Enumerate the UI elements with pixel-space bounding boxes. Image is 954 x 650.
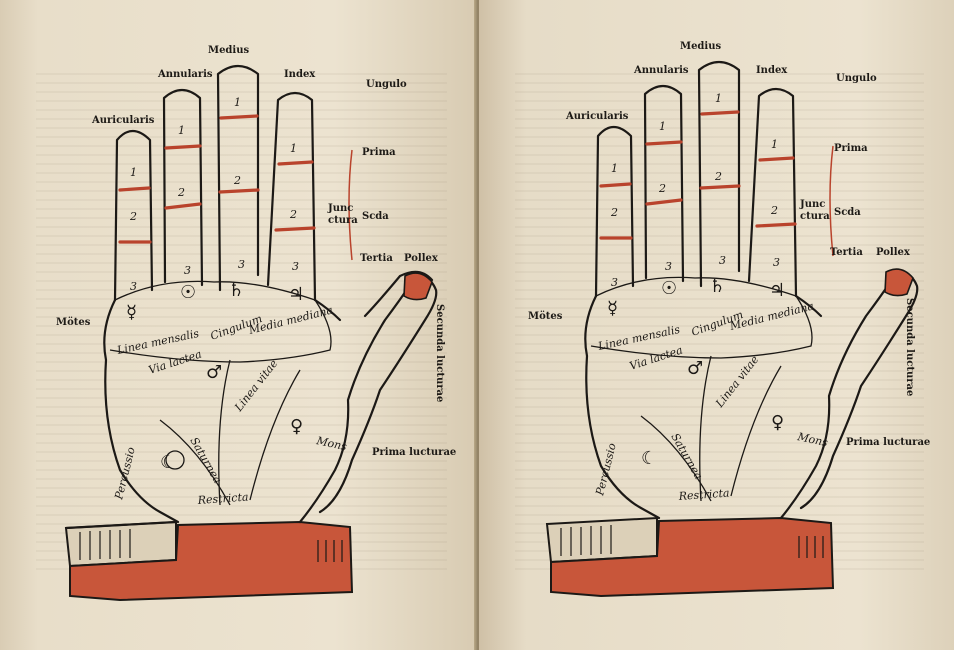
right-phalange-marks: [599, 110, 797, 240]
label-prima: Prima: [362, 147, 396, 158]
right-page: [479, 0, 954, 650]
phalange-number: 2: [610, 206, 618, 219]
label-montes: Mötes: [528, 311, 563, 322]
mars-icon: ♂: [687, 358, 703, 379]
phalange-number: 1: [290, 142, 297, 155]
label-prima: Prima: [834, 143, 868, 154]
label-juncture: Junc: [800, 199, 826, 210]
label-juncture: Junc: [328, 203, 354, 214]
phalange-number: 3: [184, 264, 191, 277]
saturn-icon: ♄: [228, 280, 244, 301]
phalange-number: 2: [233, 174, 241, 187]
label-prima-lucturae: Prima lucturae: [372, 447, 457, 458]
label-medius: Medius: [208, 45, 250, 56]
phalange-number: 2: [770, 204, 778, 217]
phalange-number: 1: [178, 124, 185, 137]
venus-icon: ♀: [771, 412, 784, 433]
label-pollex: Pollex: [404, 253, 438, 264]
label-index: Index: [756, 65, 788, 76]
label-ungulo: Ungulo: [366, 79, 407, 90]
phalange-number: 1: [771, 138, 778, 151]
phalange-number: 3: [773, 256, 780, 269]
phalange-number: 3: [665, 260, 672, 273]
phalange-number: 1: [611, 162, 618, 175]
phalange-number: 2: [129, 210, 137, 223]
label-secunda: Scda: [834, 207, 861, 218]
phalange-number: 1: [715, 92, 722, 105]
label-ungulo: Ungulo: [836, 73, 877, 84]
label-annularis: Annularis: [158, 69, 213, 80]
via-lactea-text: Via lactea: [628, 343, 684, 372]
phalange-number: 3: [292, 260, 299, 273]
left-phalange-marks: [118, 114, 316, 244]
restricta-text: Restricta: [677, 486, 730, 503]
venus-icon: ♀: [290, 416, 303, 437]
phalange-number: 1: [234, 96, 241, 109]
phalange-number: 2: [658, 182, 666, 195]
sun-icon: ☉: [180, 282, 196, 303]
label-auricularis: Auricularis: [92, 115, 155, 126]
right-sleeve: [550, 516, 835, 598]
show-through-text: [36, 70, 447, 570]
jupiter-icon: ♃: [288, 284, 304, 305]
label-pollex: Pollex: [876, 247, 910, 258]
phalange-number: 1: [130, 166, 137, 179]
label-secunda-lucturae: Secunda lucturae: [434, 304, 445, 403]
phalange-number: 3: [130, 280, 137, 293]
label-prima-lucturae: Prima lucturae: [846, 437, 931, 448]
phalange-number: 2: [177, 186, 185, 199]
phalange-number: 2: [289, 208, 297, 221]
label-secunda: Scda: [362, 211, 389, 222]
show-through-text: [515, 70, 924, 570]
mercury-icon: ☿: [126, 302, 137, 323]
label-annularis: Annularis: [634, 65, 689, 76]
moon-icon: ☾: [641, 448, 657, 469]
phalange-number: 3: [611, 276, 618, 289]
phalange-number: 1: [659, 120, 666, 133]
book-gutter: [474, 0, 482, 650]
label-index: Index: [284, 69, 316, 80]
label-tertia: Tertia: [360, 253, 393, 264]
label-montes: Mötes: [56, 317, 91, 328]
right-phalange-numbers: 2 1 1 2 1 2 1 2 3 3 3 3: [610, 92, 780, 289]
jupiter-icon: ♃: [769, 280, 785, 301]
label-tertia: Tertia: [830, 247, 863, 258]
left-sleeve: [69, 520, 354, 602]
label-auricularis: Auricularis: [566, 111, 629, 122]
mons-text: Mons: [795, 430, 829, 449]
linea-vite-text: Linea vitae: [713, 353, 762, 411]
moon-icon: ☾: [160, 452, 176, 473]
left-phalange-numbers: 2 1 1 2 1 2 1 2 3 3 3 3: [129, 96, 299, 293]
label-secunda-lucturae: Secunda lucturae: [904, 298, 915, 397]
label-juncture-2: ctura: [800, 211, 830, 222]
phalange-number: 3: [238, 258, 245, 271]
phalange-number: 3: [719, 254, 726, 267]
phalange-number: 2: [714, 170, 722, 183]
label-medius: Medius: [680, 41, 722, 52]
sun-icon: ☉: [661, 278, 677, 299]
restricta-text: Restricta: [196, 490, 249, 507]
saturn-icon: ♄: [709, 276, 725, 297]
label-juncture-2: ctura: [328, 215, 358, 226]
mars-icon: ♂: [206, 362, 222, 383]
mercury-icon: ☿: [607, 298, 618, 319]
